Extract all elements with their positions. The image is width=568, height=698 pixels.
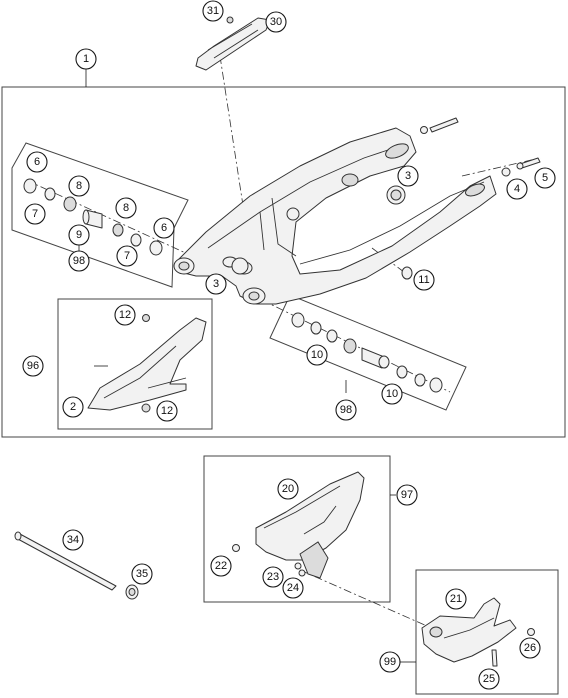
- callout-96: 96: [22, 355, 44, 377]
- callout-24: 24: [282, 577, 304, 599]
- callout-7-right: 7: [116, 245, 138, 267]
- callout-12-top: 12: [114, 304, 136, 326]
- bolt-part-5: [516, 157, 541, 170]
- chain-guard-part-20: [232, 471, 365, 579]
- svg-text:97: 97: [401, 489, 413, 501]
- svg-text:8: 8: [76, 180, 82, 192]
- callout-31: 31: [202, 0, 224, 22]
- svg-text:35: 35: [136, 568, 148, 580]
- callout-26: 26: [519, 637, 541, 659]
- callout-4: 4: [506, 178, 528, 200]
- callout-34: 34: [62, 529, 84, 551]
- svg-text:26: 26: [524, 642, 536, 654]
- svg-text:34: 34: [67, 534, 79, 546]
- swingarm-axle-part-34: [14, 531, 117, 591]
- callout-6-right: 6: [153, 217, 175, 239]
- svg-text:6: 6: [161, 222, 167, 234]
- svg-text:22: 22: [215, 560, 227, 572]
- callout-20: 20: [277, 478, 299, 500]
- svg-text:25: 25: [483, 673, 495, 685]
- svg-text:24: 24: [287, 582, 299, 594]
- callout-6-left: 6: [26, 151, 48, 173]
- callout-99: 99: [379, 651, 401, 673]
- svg-text:7: 7: [32, 208, 38, 220]
- callout-10-top: 10: [306, 344, 328, 366]
- svg-text:96: 96: [27, 360, 39, 372]
- callout-2: 2: [62, 396, 84, 418]
- bushing-part-3-right: [386, 185, 406, 205]
- svg-text:23: 23: [267, 571, 279, 583]
- svg-text:31: 31: [207, 5, 219, 17]
- svg-text:12: 12: [119, 309, 131, 321]
- bearing-kit-98-right-parts: [291, 312, 443, 393]
- svg-text:98: 98: [73, 255, 85, 267]
- kit-96-frame: [57, 298, 213, 430]
- callout-98-right: 98: [335, 399, 357, 421]
- callout-3-left: 3: [205, 273, 227, 295]
- svg-text:3: 3: [405, 170, 411, 182]
- callout-22: 22: [210, 555, 232, 577]
- callout-25: 25: [478, 668, 500, 690]
- callout-8-mid: 8: [115, 197, 137, 219]
- svg-text:3: 3: [213, 278, 219, 290]
- svg-text:7: 7: [124, 250, 130, 262]
- svg-text:12: 12: [161, 405, 173, 417]
- svg-text:10: 10: [386, 388, 398, 400]
- svg-text:98: 98: [340, 404, 352, 416]
- kit-99-frame: [415, 569, 559, 695]
- svg-text:11: 11: [418, 274, 429, 286]
- centerline-97-99: [299, 569, 437, 631]
- callout-35: 35: [131, 563, 153, 585]
- svg-text:1: 1: [83, 53, 89, 65]
- chain-slider-part-30: [195, 16, 271, 71]
- callout-10-bottom: 10: [381, 383, 403, 405]
- svg-text:8: 8: [123, 202, 129, 214]
- chain-guide-part-2: [87, 314, 207, 413]
- svg-text:30: 30: [270, 16, 282, 28]
- svg-text:99: 99: [384, 656, 396, 668]
- callout-9: 9: [68, 224, 90, 246]
- nut-part-4: [501, 167, 511, 177]
- callout-1: 1: [75, 48, 97, 70]
- callout-97: 97: [396, 484, 418, 506]
- callout-98-left: 98: [68, 250, 90, 272]
- kit-97-frame: [203, 455, 391, 603]
- washer-part-11: [401, 266, 413, 280]
- bolt-top-right: [420, 117, 459, 134]
- centerline-4-5: [461, 157, 541, 177]
- nut-part-35: [125, 584, 139, 600]
- callout-8-left: 8: [68, 175, 90, 197]
- chain-guide-part-21: [421, 597, 535, 667]
- callout-11: 11: [413, 269, 435, 291]
- callout-5: 5: [534, 167, 556, 189]
- callout-21: 21: [445, 588, 467, 610]
- callout-30: 30: [265, 11, 287, 33]
- callout-7-left: 7: [24, 203, 46, 225]
- svg-text:20: 20: [282, 483, 294, 495]
- callout-12-bottom: 12: [156, 400, 178, 422]
- svg-text:2: 2: [70, 401, 76, 413]
- svg-text:4: 4: [514, 183, 520, 195]
- svg-text:9: 9: [76, 229, 82, 241]
- svg-text:6: 6: [34, 156, 40, 168]
- bearing-kit-98-left-parts: [23, 178, 163, 256]
- centerline-30: [219, 55, 245, 213]
- callout-3-right: 3: [397, 165, 419, 187]
- centerline-kit98-left: [25, 179, 191, 256]
- svg-text:5: 5: [542, 172, 548, 184]
- bushing-part-3-left: [231, 257, 249, 275]
- svg-text:21: 21: [450, 593, 462, 605]
- callout-23: 23: [262, 566, 284, 588]
- main-frame: [1, 86, 566, 438]
- svg-text:10: 10: [311, 349, 323, 361]
